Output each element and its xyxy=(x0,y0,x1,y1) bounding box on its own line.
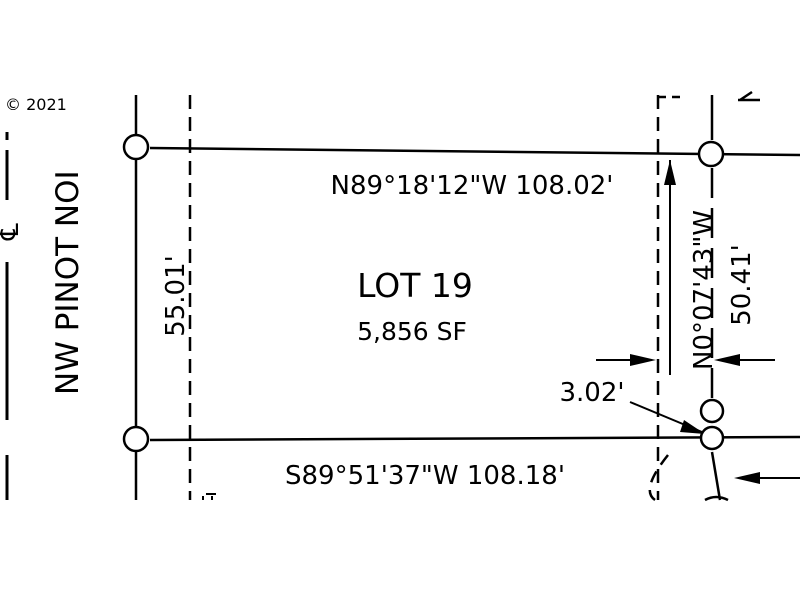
street-name-label: NW PINOT NOI xyxy=(50,170,86,395)
lot-area: 5,856 SF xyxy=(357,317,467,346)
lower-right-circle-edge xyxy=(704,495,729,502)
monuments xyxy=(122,133,725,453)
copyright-text: © 2021 xyxy=(5,95,67,114)
monument-e1 xyxy=(699,398,725,424)
south-lot-line xyxy=(149,435,800,442)
monument-ne xyxy=(697,140,725,168)
east-line-distance: 50.41' xyxy=(727,244,757,326)
curve-mark-right xyxy=(710,451,722,501)
bottom-ticks xyxy=(202,493,216,500)
east-line-bearing: N0°07'43"W xyxy=(689,210,719,370)
corner-mark xyxy=(738,90,760,102)
east-dimension-arrowhead xyxy=(664,160,676,185)
offset-leader-arrow xyxy=(680,420,705,434)
west-line-distance: 55.01' xyxy=(161,255,191,337)
monument-nw xyxy=(122,133,150,161)
monument-se xyxy=(699,425,725,451)
north-lot-line xyxy=(149,146,800,157)
south-line-bearing: S89°51'37"W 108.18' xyxy=(285,461,565,491)
lot-title: LOT 19 xyxy=(357,266,473,305)
offset-distance: 3.02' xyxy=(559,378,624,408)
north-line-bearing: N89°18'12"W 108.02' xyxy=(331,171,614,201)
curve-mark xyxy=(648,454,669,502)
monument-sw xyxy=(122,425,150,453)
centerline-symbol: ℄ xyxy=(0,223,25,241)
offset-arrow-left xyxy=(630,354,656,366)
lower-right-arrow xyxy=(734,472,760,484)
offset-arrow-right xyxy=(714,354,740,366)
lower-margin xyxy=(0,502,800,599)
